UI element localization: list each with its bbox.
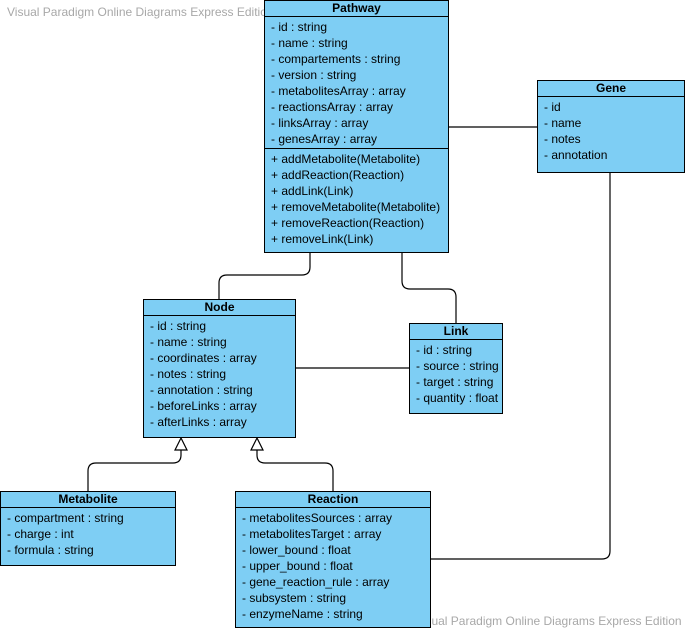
operation: + removeMetabolite(Metabolite) [271, 200, 441, 214]
attribute: - lower_bound : float [242, 543, 351, 557]
connector-pathway-link [401, 252, 457, 324]
class-title: Node [144, 300, 295, 316]
attribute: - genesArray : array [271, 132, 378, 146]
attribute: - afterLinks : array [150, 415, 247, 429]
attribute: - compartements : string [271, 52, 401, 66]
class-node[interactable]: Node - id : string - name : string - coo… [143, 299, 296, 438]
class-title: Gene [538, 81, 684, 97]
attributes-section: - id : string - source : string - target… [410, 340, 502, 407]
attribute: - gene_reaction_rule : array [242, 575, 390, 589]
attribute: - coordinates : array [150, 351, 257, 365]
operations-section: + addMetabolite(Metabolite) + addReactio… [265, 148, 448, 248]
attributes-section: - compartment : string - charge : int - … [1, 508, 175, 559]
operation: + removeLink(Link) [271, 232, 374, 246]
attribute: - formula : string [7, 543, 94, 557]
attribute: - upper_bound : float [242, 559, 353, 573]
attributes-section: - id : string - name : string - comparte… [265, 17, 448, 148]
attribute: - metabolitesArray : array [271, 84, 406, 98]
attribute: - compartment : string [7, 511, 124, 525]
attribute: - metabolitesTarget : array [242, 527, 382, 541]
watermark-bottom: Visual Paradigm Online Diagrams Express … [415, 614, 682, 628]
class-title: Metabolite [1, 492, 175, 508]
attribute: - name : string [271, 36, 348, 50]
attribute: - annotation [544, 148, 608, 162]
watermark-top: Visual Paradigm Online Diagrams Express … [7, 5, 274, 19]
inheritance-arrow-metabolite [174, 436, 188, 451]
attribute: - id : string [416, 343, 473, 357]
attribute: - annotation : string [150, 383, 253, 397]
class-metabolite[interactable]: Metabolite - compartment : string - char… [0, 491, 176, 566]
operation: + addLink(Link) [271, 184, 354, 198]
attribute: - id [544, 100, 561, 114]
class-gene[interactable]: Gene - id - name - notes - annotation [537, 80, 685, 173]
operation: + removeReaction(Reaction) [271, 216, 425, 230]
attribute: - version : string [271, 68, 357, 82]
attribute: - source : string [416, 359, 499, 373]
attribute: - metabolitesSources : array [242, 511, 393, 525]
operation: + addMetabolite(Metabolite) [271, 152, 421, 166]
attribute: - target : string [416, 375, 494, 389]
class-pathway[interactable]: Pathway - id : string - name : string - … [264, 0, 449, 253]
attributes-section: - id : string - name : string - coordina… [144, 316, 295, 431]
class-title: Reaction [236, 492, 430, 508]
attribute: - name [544, 116, 582, 130]
attribute: - reactionsArray : array [271, 100, 394, 114]
attribute: - charge : int [7, 527, 74, 541]
attribute: - quantity : float [416, 391, 499, 405]
class-title: Pathway [265, 1, 448, 17]
generalization-reaction-node [256, 450, 334, 491]
class-title: Link [410, 324, 502, 340]
attribute: - enzymeName : string [242, 607, 363, 621]
attributes-section: - metabolitesSources : array - metabolit… [236, 508, 430, 623]
class-link[interactable]: Link - id : string - source : string - t… [409, 323, 503, 414]
operation: + addReaction(Reaction) [271, 168, 405, 182]
attribute: - beforeLinks : array [150, 399, 257, 413]
class-reaction[interactable]: Reaction - metabolitesSources : array - … [235, 491, 431, 628]
attribute: - subsystem : string [242, 591, 347, 605]
attribute: - notes [544, 132, 581, 146]
connector-pathway-node [218, 252, 311, 300]
inheritance-arrow-reaction [250, 436, 264, 451]
connector-gene-reaction [430, 172, 611, 560]
attribute: - id : string [271, 20, 328, 34]
generalization-metabolite-node [87, 450, 182, 491]
attribute: - name : string [150, 335, 227, 349]
attribute: - notes : string [150, 367, 227, 381]
attributes-section: - id - name - notes - annotation [538, 97, 684, 164]
attribute: - linksArray : array [271, 116, 369, 130]
attribute: - id : string [150, 319, 207, 333]
